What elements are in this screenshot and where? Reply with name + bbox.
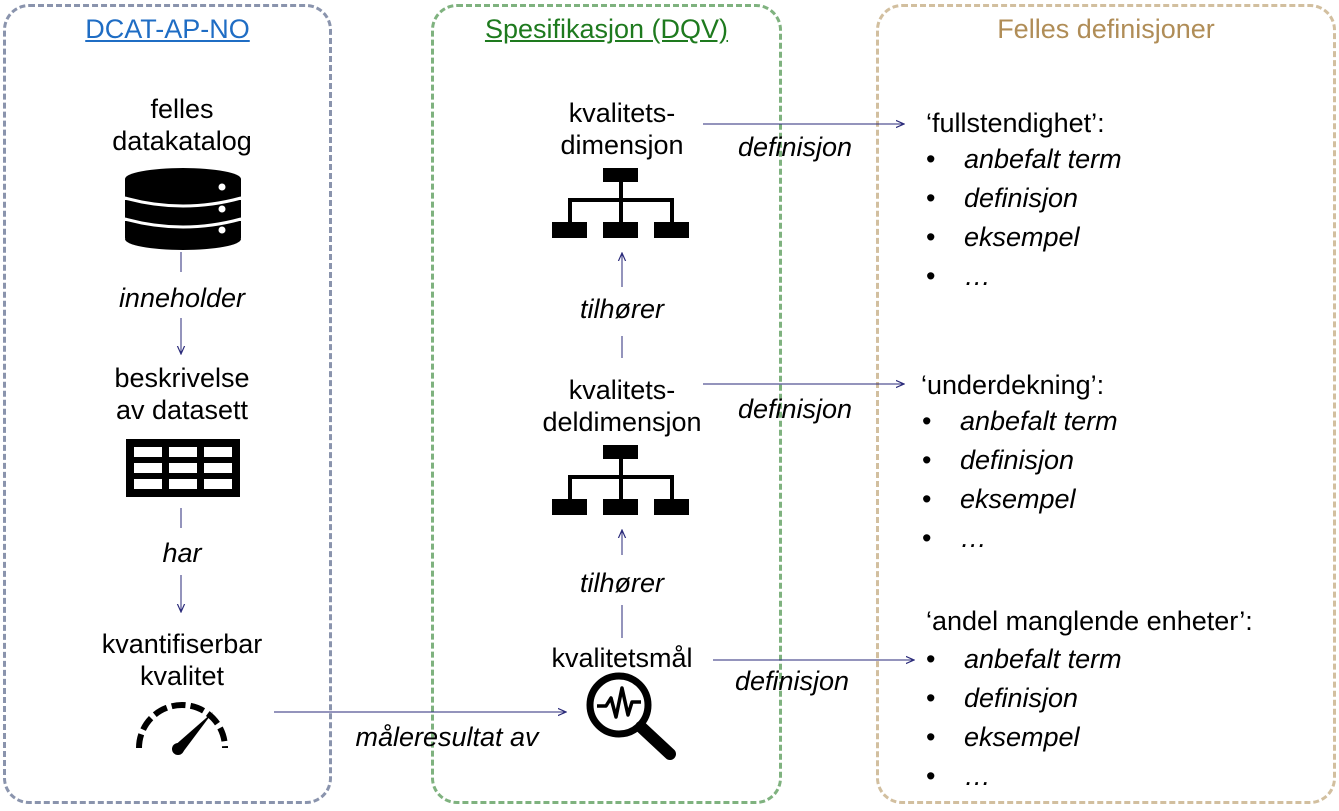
- quality-label-line2: kvalitet: [139, 661, 225, 691]
- dataset-label-line1: beskrivelse: [114, 363, 250, 393]
- dqv-panel: [431, 4, 782, 804]
- subdimension-label-line1: kvalitets-: [568, 375, 676, 405]
- subdimension-node: kvalitets- deldimensjon: [502, 374, 742, 438]
- definition-list: anbefalt term definisjon eksempel …: [926, 140, 1122, 296]
- definition-item: definisjon: [926, 179, 1122, 218]
- dqv-panel-title[interactable]: Spesifikasjon (DQV): [484, 14, 729, 44]
- subdimension-label-line2: deldimensjon: [542, 407, 702, 437]
- definition-item: …: [922, 519, 1118, 558]
- definition-title: ‘underdekning’:: [921, 370, 1105, 400]
- dimension-node: kvalitets- dimensjon: [502, 97, 742, 161]
- belongs2-label: tilhører: [579, 568, 664, 598]
- definition-title: ‘fullstendighet’:: [926, 108, 1105, 138]
- contains-label: inneholder: [118, 283, 246, 313]
- def1-label: definisjon: [738, 132, 853, 162]
- metric-label: kvalitetsmål: [551, 643, 693, 673]
- definition-item: eksempel: [926, 218, 1122, 257]
- definition-list: anbefalt term definisjon eksempel …: [922, 402, 1118, 558]
- magnifier-pulse-icon: [586, 672, 676, 760]
- quality-label-line1: kvantifiserbar: [101, 629, 263, 659]
- felles-panel: [876, 4, 1336, 804]
- dimension-label-line1: kvalitets-: [568, 98, 676, 128]
- def3-label: definisjon: [735, 666, 850, 696]
- definition-item: definisjon: [926, 679, 1122, 718]
- definition-title: ‘andel manglende enheter’:: [926, 606, 1253, 636]
- definition-item: anbefalt term: [926, 140, 1122, 179]
- dcat-panel-title[interactable]: DCAT-AP-NO: [85, 14, 250, 44]
- def2-label: definisjon: [738, 394, 853, 424]
- measurement-label: måleresultat av: [355, 722, 539, 752]
- catalog-node: felles datakatalog: [62, 93, 302, 157]
- definition-item: …: [926, 257, 1122, 296]
- definition-item: anbefalt term: [926, 640, 1122, 679]
- dcat-panel: [3, 4, 332, 804]
- dataset-node: beskrivelse av datasett: [62, 362, 302, 426]
- felles-panel-title: Felles definisjoner: [997, 14, 1215, 44]
- definition-item: anbefalt term: [922, 402, 1118, 441]
- dimension-label-line2: dimensjon: [560, 130, 684, 160]
- hierarchy-icon: [552, 445, 689, 515]
- has-label: har: [162, 538, 202, 568]
- catalog-label-line1: felles: [150, 94, 214, 124]
- definition-item: eksempel: [926, 718, 1122, 757]
- dataset-label-line2: av datasett: [115, 395, 249, 425]
- metric-node: kvalitetsmål: [502, 642, 742, 674]
- definition-item: definisjon: [922, 441, 1118, 480]
- quality-node: kvantifiserbar kvalitet: [62, 628, 302, 692]
- definition-item: eksempel: [922, 480, 1118, 519]
- definition-list: anbefalt term definisjon eksempel …: [926, 640, 1122, 796]
- gauge-icon: [136, 702, 228, 755]
- hierarchy-icon: [552, 168, 689, 238]
- database-icon: [124, 168, 242, 250]
- table-icon: [126, 439, 240, 497]
- catalog-label-line2: datakatalog: [112, 126, 252, 156]
- belongs1-label: tilhører: [579, 294, 664, 324]
- definition-item: …: [926, 757, 1122, 796]
